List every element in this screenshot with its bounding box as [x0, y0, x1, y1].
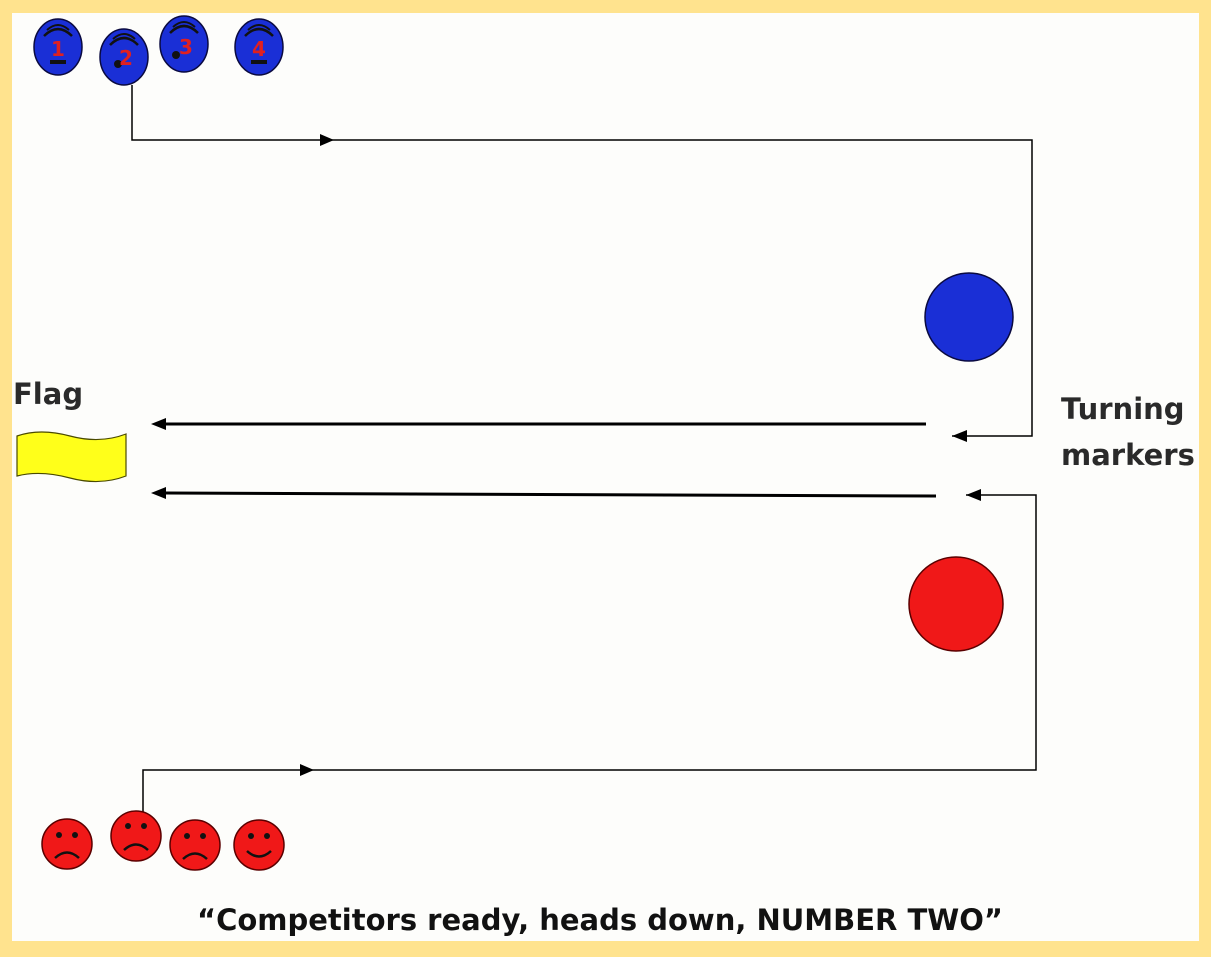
blue-number-4: 4: [252, 37, 266, 61]
blue-turning-marker: [924, 272, 1014, 362]
blue-number-1: 1: [51, 37, 65, 61]
blue-competitor-1: 1: [33, 18, 83, 76]
red-path: [142, 489, 1037, 820]
red-competitor-3: [169, 819, 221, 871]
blue-number-2: 2: [119, 46, 133, 70]
flag-label: Flag: [13, 377, 83, 411]
flag-icon: [16, 431, 127, 483]
return-arrow-top: [151, 418, 926, 430]
blue-path: [131, 85, 1033, 442]
turning-markers-label-line1: Turning: [1061, 392, 1185, 426]
caption: “Competitors ready, heads down, NUMBER T…: [197, 903, 1003, 937]
blue-team: 1 2 3 4: [33, 15, 284, 86]
turning-markers-label-line2: markers: [1061, 438, 1195, 472]
blue-competitor-2: 2: [99, 28, 149, 86]
blue-competitor-3: 3: [159, 15, 209, 73]
blue-competitor-4: 4: [234, 18, 284, 76]
red-competitor-4: [233, 819, 285, 871]
paper-background: [12, 13, 1199, 941]
return-arrow-bottom: [151, 487, 937, 499]
red-turning-marker: [908, 556, 1004, 652]
red-competitor-1: [41, 818, 93, 870]
red-competitor-2: [110, 810, 162, 862]
red-team: [41, 810, 285, 871]
blue-number-3: 3: [179, 35, 193, 59]
